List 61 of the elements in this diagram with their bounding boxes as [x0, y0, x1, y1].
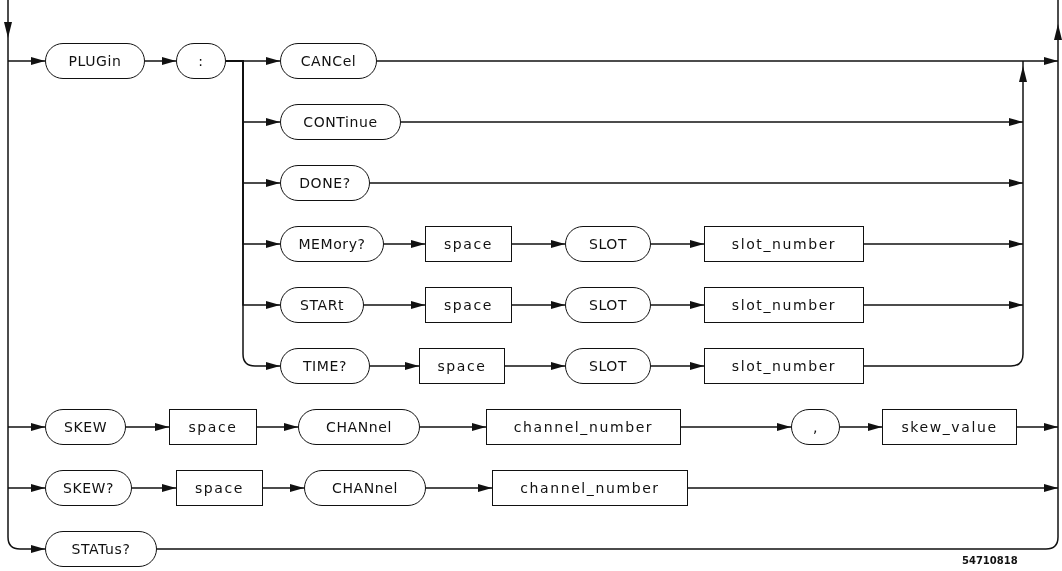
arrow — [7, 423, 46, 431]
arrow — [504, 362, 566, 370]
parameter-box: slot_number — [704, 226, 864, 262]
arrow — [400, 118, 1024, 126]
arrow — [125, 423, 170, 431]
arrow — [680, 423, 792, 431]
arrow — [1016, 423, 1059, 431]
arrow — [511, 301, 566, 309]
arrow — [256, 423, 299, 431]
keyword-pill: DONE? — [280, 165, 370, 201]
connector-line — [156, 536, 1059, 550]
parameter-box: channel_number — [492, 470, 688, 506]
arrow — [839, 423, 883, 431]
arrow — [863, 240, 1024, 248]
keyword-pill: STATus? — [45, 531, 157, 567]
arrow — [7, 57, 46, 65]
arrow — [863, 301, 1024, 309]
arrow — [650, 301, 705, 309]
keyword-pill: CONTinue — [280, 104, 401, 140]
keyword-pill: : — [176, 43, 226, 79]
parameter-box: space — [425, 287, 512, 323]
keyword-pill: TIME? — [280, 348, 370, 384]
arrow — [7, 484, 46, 492]
arrow — [687, 484, 1059, 492]
figure-number: 54710818 — [962, 555, 1018, 566]
keyword-pill: SKEW — [45, 409, 126, 445]
arrow — [511, 240, 566, 248]
arrow — [7, 536, 46, 553]
arrow — [650, 240, 705, 248]
keyword-pill: CHANnel — [304, 470, 426, 506]
keyword-pill: , — [791, 409, 840, 445]
keyword-pill: SKEW? — [45, 470, 132, 506]
parameter-box: space — [419, 348, 505, 384]
parameter-box: slot_number — [704, 287, 864, 323]
keyword-pill: PLUGin — [45, 43, 145, 79]
parameter-box: space — [169, 409, 257, 445]
arrow — [369, 362, 420, 370]
arrow — [225, 60, 281, 370]
keyword-pill: SLOT — [565, 226, 651, 262]
keyword-pill: CHANnel — [298, 409, 420, 445]
parameter-box: space — [176, 470, 263, 506]
parameter-box: skew_value — [882, 409, 1017, 445]
arrow — [144, 57, 177, 65]
keyword-pill: STARt — [280, 287, 364, 323]
keyword-pill: MEMory? — [280, 226, 384, 262]
arrow — [376, 57, 1059, 65]
parameter-box: channel_number — [486, 409, 681, 445]
arrow — [131, 484, 177, 492]
arrow — [419, 423, 487, 431]
parameter-box: slot_number — [704, 348, 864, 384]
connector-line — [863, 353, 1024, 367]
parameter-box: space — [425, 226, 512, 262]
arrow — [425, 484, 493, 492]
arrow — [650, 362, 705, 370]
arrow — [369, 179, 1024, 187]
keyword-pill: SLOT — [565, 287, 651, 323]
keyword-pill: CANCel — [280, 43, 377, 79]
arrow — [383, 240, 426, 248]
arrow — [262, 484, 305, 492]
keyword-pill: SLOT — [565, 348, 651, 384]
arrow — [363, 301, 426, 309]
